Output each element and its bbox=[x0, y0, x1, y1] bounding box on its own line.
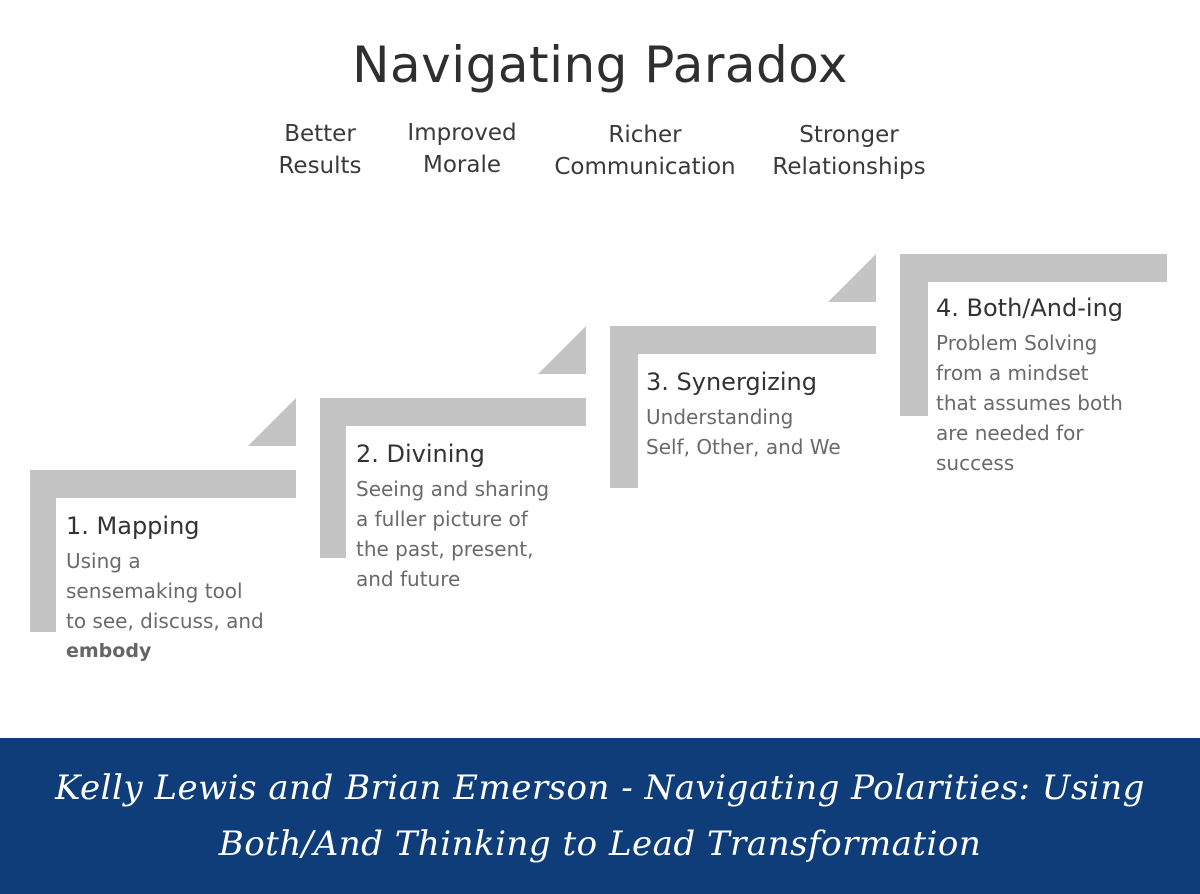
step-desc-line: Self, Other, and We bbox=[646, 435, 841, 459]
outcome-line: Stronger bbox=[799, 122, 899, 148]
step-2-text: 2. Divining Seeing and sharing a fuller … bbox=[356, 438, 549, 594]
step-title: 2. Divining bbox=[356, 440, 485, 468]
outcome-line: Better bbox=[284, 121, 356, 147]
step-description: Seeing and sharing a fuller picture of t… bbox=[356, 474, 549, 594]
step-2-top-bar bbox=[320, 398, 586, 426]
outcome-line: Morale bbox=[422, 152, 501, 178]
step-desc-line: success bbox=[936, 451, 1015, 475]
step-title: 4. Both/And-ing bbox=[936, 294, 1124, 322]
step-desc-line: the past, present, bbox=[356, 537, 534, 561]
step-title: 3. Synergizing bbox=[646, 368, 817, 396]
step-desc-line: to see, discuss, and bbox=[66, 609, 264, 633]
attribution-banner bbox=[0, 738, 1200, 894]
step-desc-line: a fuller picture of bbox=[356, 507, 528, 531]
attribution-text: Kelly Lewis and Brian Emerson - Navigati… bbox=[0, 760, 1200, 872]
step-description: Understanding Self, Other, and We bbox=[646, 402, 841, 462]
step-1-top-bar bbox=[30, 470, 296, 498]
step-desc-line: Problem Solving bbox=[936, 331, 1098, 355]
step-desc-line: sensemaking tool bbox=[66, 579, 243, 603]
outcome-line: Results bbox=[278, 153, 362, 179]
step-3-side-bar bbox=[610, 326, 638, 488]
step-desc-line: that assumes both bbox=[936, 391, 1123, 415]
outcome-line: Communication bbox=[554, 154, 736, 180]
outcome-richer-communication: Richer Communication bbox=[540, 119, 750, 183]
step-description: Using a sensemaking tool to see, discuss… bbox=[66, 546, 264, 666]
outcome-line: Improved bbox=[407, 120, 517, 146]
step-2-arrow-triangle bbox=[538, 326, 586, 374]
step-4-top-bar bbox=[900, 254, 1167, 282]
step-description: Problem Solving from a mindset that assu… bbox=[936, 328, 1123, 478]
step-desc-line: Seeing and sharing bbox=[356, 477, 550, 501]
step-1-arrow-triangle bbox=[248, 398, 296, 446]
step-4-side-bar bbox=[900, 254, 928, 416]
step-2-side-bar bbox=[320, 398, 346, 558]
step-desc-line: Using a bbox=[66, 549, 141, 573]
outcome-line: Richer bbox=[608, 122, 682, 148]
step-desc-line: and future bbox=[356, 567, 461, 591]
attribution-line-2: Both/And Thinking to Lead Transformation bbox=[218, 824, 982, 864]
step-3-arrow-triangle bbox=[828, 254, 876, 302]
step-title: 1. Mapping bbox=[66, 512, 200, 540]
attribution-line-1: Kelly Lewis and Brian Emerson - Navigati… bbox=[55, 768, 1145, 808]
step-desc-line-bold: embody bbox=[66, 640, 152, 662]
step-desc-line: Understanding bbox=[646, 405, 794, 429]
outcome-better-results: Better Results bbox=[262, 118, 378, 182]
step-desc-line: are needed for bbox=[936, 421, 1084, 445]
diagram-title: Navigating Paradox bbox=[352, 36, 848, 94]
step-3-text: 3. Synergizing Understanding Self, Other… bbox=[646, 366, 841, 462]
outcome-line: Relationships bbox=[772, 154, 926, 180]
outcome-improved-morale: Improved Morale bbox=[392, 117, 532, 181]
step-1-text: 1. Mapping Using a sensemaking tool to s… bbox=[66, 510, 264, 666]
step-1-side-bar bbox=[30, 470, 56, 632]
step-4-text: 4. Both/And-ing Problem Solving from a m… bbox=[936, 292, 1123, 478]
outcome-stronger-relationships: Stronger Relationships bbox=[762, 119, 936, 183]
step-desc-line: from a mindset bbox=[936, 361, 1089, 385]
step-3-top-bar bbox=[610, 326, 876, 354]
